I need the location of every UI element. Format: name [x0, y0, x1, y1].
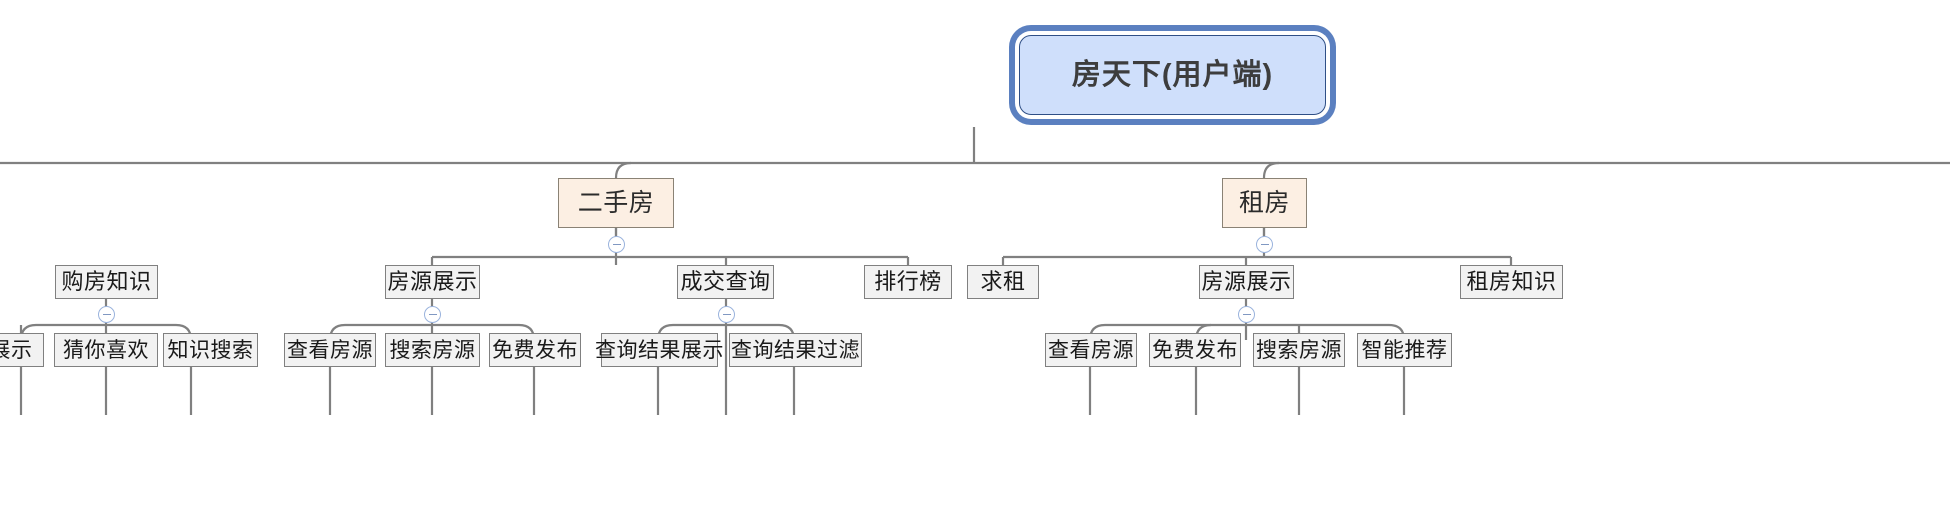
leaf-node-zhishi-sousuo[interactable]: 知识搜索 [163, 333, 258, 367]
collapse-toggle-zufang[interactable] [1256, 236, 1273, 253]
leaf-node-mianfei-fabu-ershoufang[interactable]: 免费发布 [489, 333, 581, 367]
node-goufang-zhishi[interactable]: 购房知识 [55, 265, 158, 299]
collapse-toggle-fangyuan-zhanshi-ershoufang[interactable] [424, 306, 441, 323]
leaf-node-caini-xihuan[interactable]: 猜你喜欢 [54, 333, 158, 367]
root-node[interactable]: 房天下(用户端) [1019, 35, 1326, 115]
leaf-node-chaxun-jieguo-zhanshi[interactable]: 查询结果展示 [595, 333, 724, 367]
node-fangyuan-zhanshi-zufang[interactable]: 房源展示 [1199, 265, 1294, 299]
node-chengjiao-chaxun[interactable]: 成交查询 [677, 265, 774, 299]
collapse-toggle-goufang-zhishi[interactable] [98, 306, 115, 323]
branch-node-zufang[interactable]: 租房 [1222, 178, 1307, 228]
leaf-node-sousuo-fangyuan-ershoufang[interactable]: 搜索房源 [385, 333, 480, 367]
leaf-node-chaxun-jieguo-guolv[interactable]: 查询结果过滤 [729, 333, 862, 367]
collapse-toggle-ershoufang[interactable] [608, 236, 625, 253]
collapse-toggle-chengjiao-chaxun[interactable] [718, 306, 735, 323]
leaf-node-zhanshi[interactable]: 展示 [0, 333, 44, 367]
node-fangyuan-zhanshi-ershoufang[interactable]: 房源展示 [385, 265, 480, 299]
collapse-toggle-fangyuan-zhanshi-zufang[interactable] [1238, 306, 1255, 323]
node-zufang-zhishi[interactable]: 租房知识 [1460, 265, 1563, 299]
leaf-node-chakan-fangyuan-ershoufang[interactable]: 查看房源 [284, 333, 376, 367]
branch-node-ershoufang[interactable]: 二手房 [558, 178, 674, 228]
node-qiuzu[interactable]: 求租 [967, 265, 1039, 299]
leaf-node-sousuo-fangyuan-zufang[interactable]: 搜索房源 [1253, 333, 1345, 367]
leaf-node-chakan-fangyuan-zufang[interactable]: 查看房源 [1045, 333, 1137, 367]
leaf-node-mianfei-fabu-zufang[interactable]: 免费发布 [1149, 333, 1241, 367]
node-paihangbang[interactable]: 排行榜 [864, 265, 952, 299]
leaf-node-zhineng-tuijian[interactable]: 智能推荐 [1357, 333, 1452, 367]
